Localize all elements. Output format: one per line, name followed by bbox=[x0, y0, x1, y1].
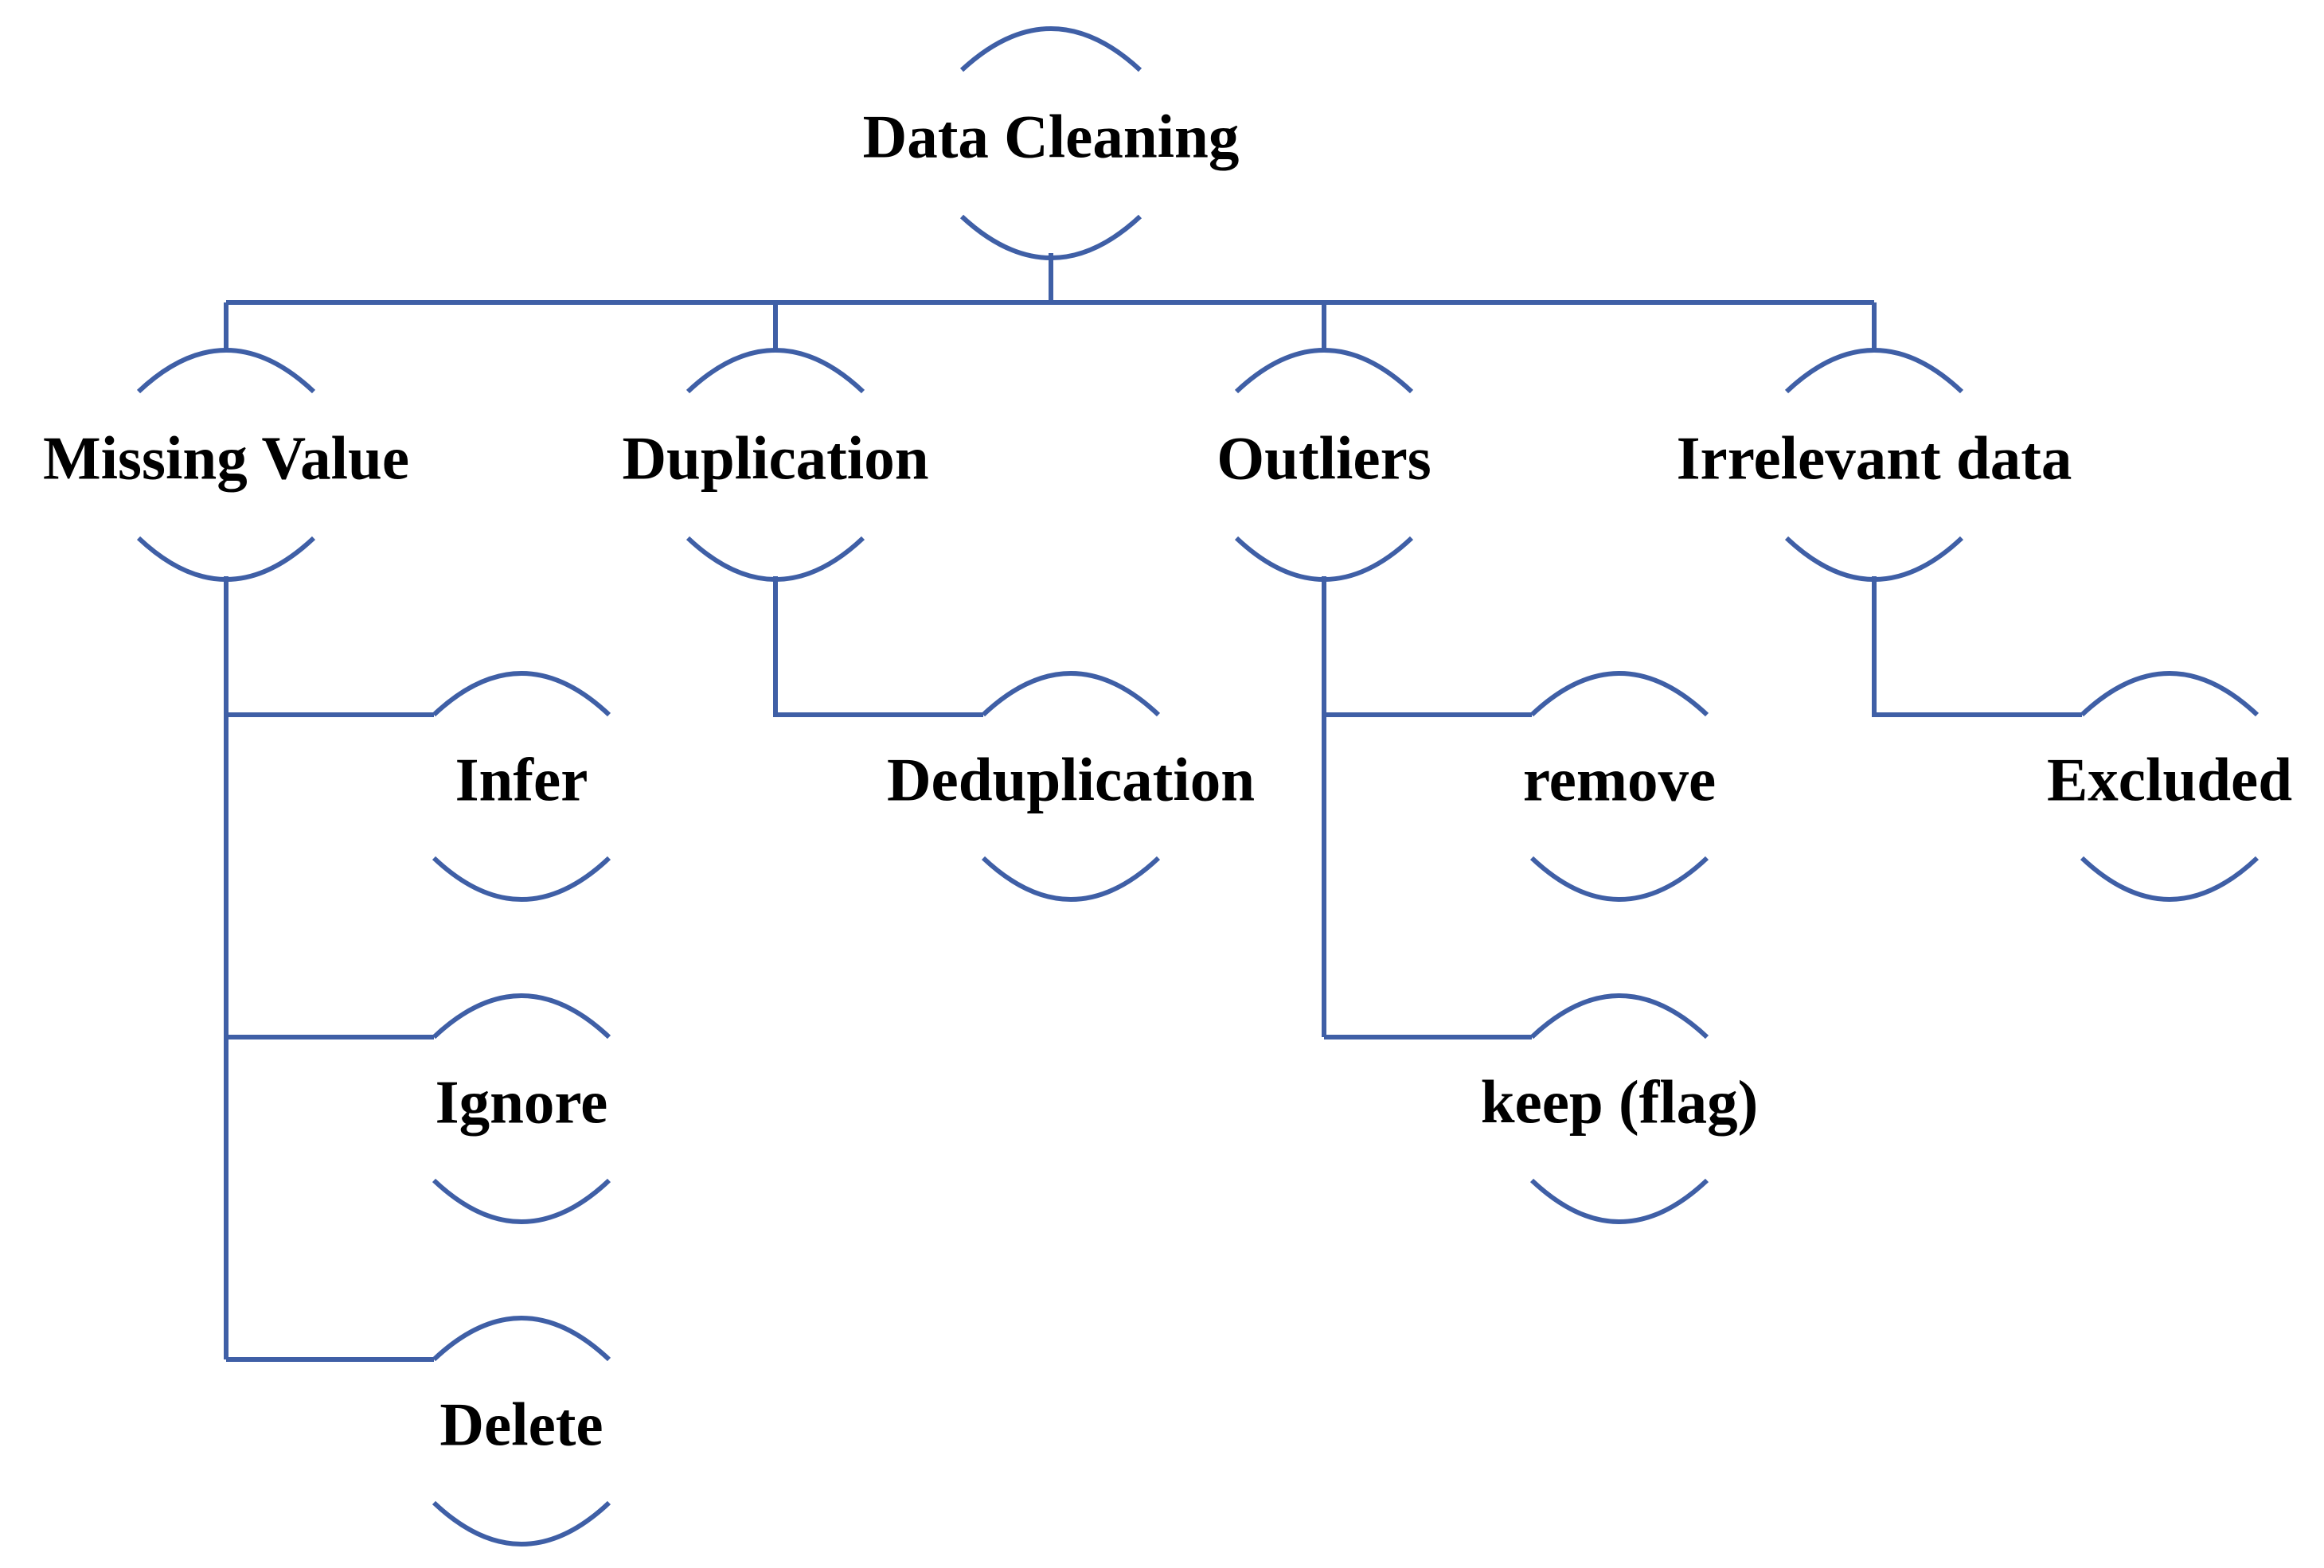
node-top-arc bbox=[685, 348, 865, 394]
node-irrelevant-data: Irrelevant data bbox=[1677, 348, 2072, 582]
node-infer: Infer bbox=[432, 671, 611, 902]
node-bottom-arc bbox=[685, 536, 865, 582]
node-missing-value: Missing Value bbox=[43, 348, 409, 582]
node-excluded: Excluded bbox=[2047, 671, 2292, 902]
node-bottom-arc bbox=[1234, 536, 1414, 582]
node-bottom-arc bbox=[136, 536, 316, 582]
node-bottom-arc bbox=[959, 214, 1142, 260]
node-deduplication: Deduplication bbox=[887, 671, 1255, 902]
node-remove: remove bbox=[1523, 671, 1716, 902]
node-bottom-arc bbox=[432, 1178, 611, 1224]
node-top-arc bbox=[2080, 671, 2260, 717]
node-bottom-arc bbox=[432, 856, 611, 902]
node-ignore: Ignore bbox=[432, 993, 611, 1224]
node-top-arc bbox=[1234, 348, 1414, 394]
node-label-excluded: Excluded bbox=[2047, 746, 2292, 814]
node-top-arc bbox=[1529, 993, 1709, 1039]
connector-to-excluded bbox=[1872, 576, 2082, 717]
node-top-arc bbox=[1529, 671, 1709, 717]
node-root: Data Cleaning bbox=[863, 26, 1240, 260]
node-duplication: Duplication bbox=[622, 348, 929, 582]
node-bottom-arc bbox=[2080, 856, 2260, 902]
node-top-arc bbox=[432, 993, 611, 1039]
connectors bbox=[224, 253, 2082, 1362]
node-outliers: Outliers bbox=[1217, 348, 1432, 582]
node-top-arc bbox=[136, 348, 316, 394]
node-label-infer: Infer bbox=[455, 746, 588, 814]
node-delete: Delete bbox=[432, 1316, 611, 1547]
node-bottom-arc bbox=[1529, 1178, 1709, 1224]
node-label-data-cleaning: Data Cleaning bbox=[863, 103, 1240, 171]
node-label-missing-value: Missing Value bbox=[43, 424, 409, 493]
node-bottom-arc bbox=[1529, 856, 1709, 902]
node-label-ignore: Ignore bbox=[436, 1068, 608, 1137]
node-label-duplication: Duplication bbox=[622, 424, 928, 493]
node-label-irrelevant-data: Irrelevant data bbox=[1677, 424, 2072, 493]
node-label-outliers: Outliers bbox=[1217, 424, 1431, 493]
node-label-keep-flag: keep (flag) bbox=[1481, 1068, 1759, 1137]
node-top-arc bbox=[432, 671, 611, 717]
node-label-remove: remove bbox=[1523, 746, 1716, 814]
node-label-delete: Delete bbox=[439, 1391, 603, 1459]
node-top-arc bbox=[959, 26, 1142, 72]
node-top-arc bbox=[981, 671, 1161, 717]
node-bottom-arc bbox=[1784, 536, 1964, 582]
node-label-deduplication: Deduplication bbox=[887, 746, 1255, 814]
node-bottom-arc bbox=[432, 1500, 611, 1547]
node-top-arc bbox=[432, 1316, 611, 1362]
node-keep-flag: keep (flag) bbox=[1481, 993, 1759, 1224]
connector-to-deduplication bbox=[773, 576, 983, 717]
node-bottom-arc bbox=[981, 856, 1161, 902]
node-top-arc bbox=[1784, 348, 1964, 394]
